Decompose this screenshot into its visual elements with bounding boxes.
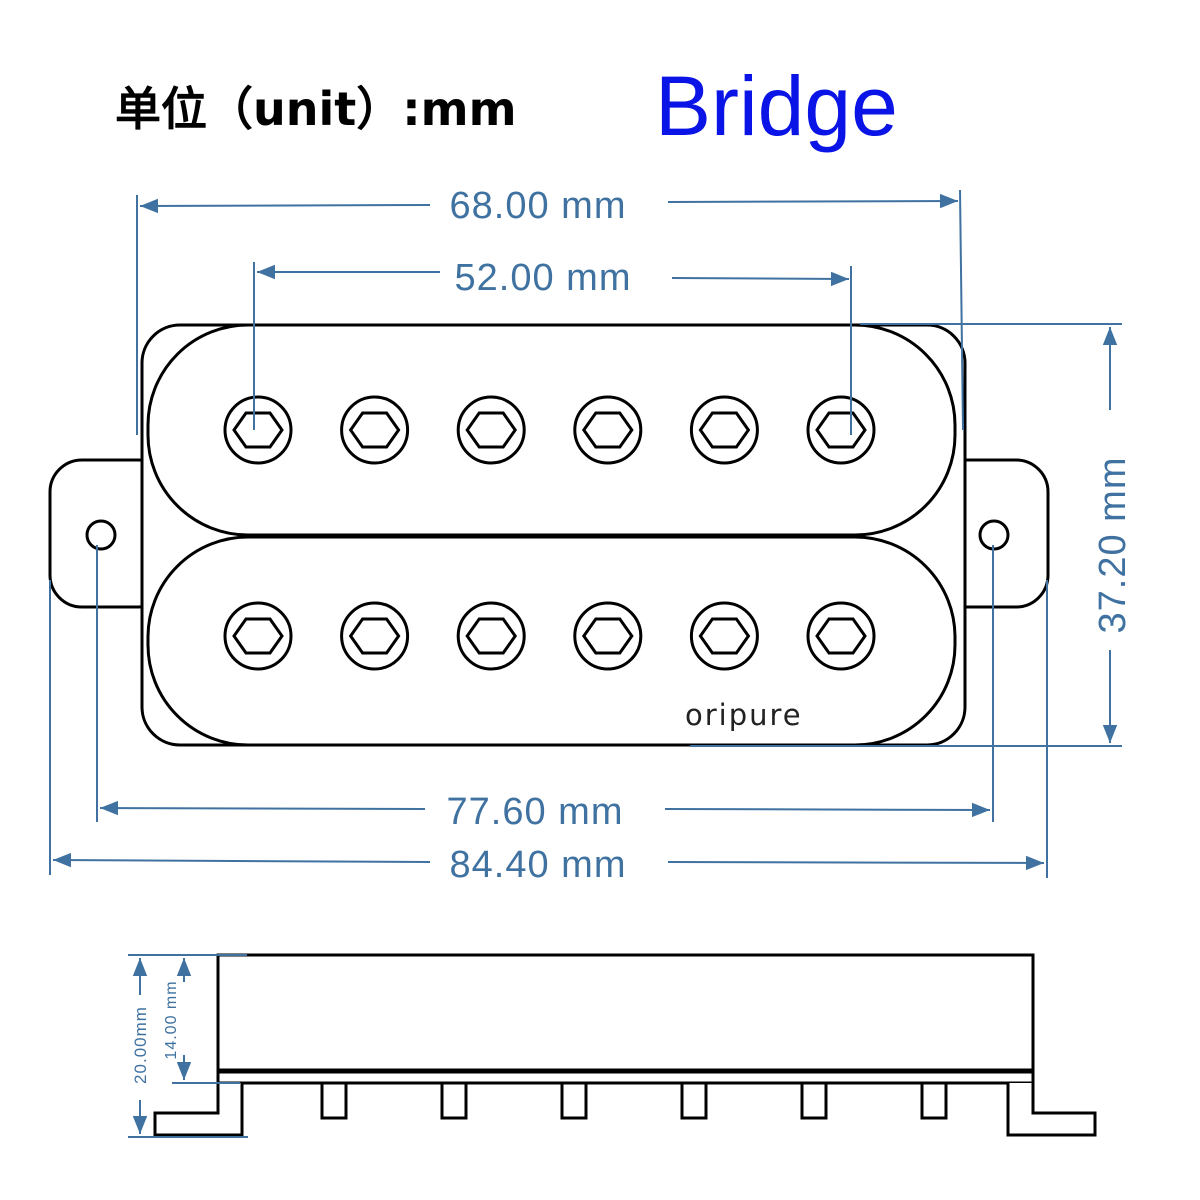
side-pole-leg [560,1081,588,1120]
dim-14: 14.00 mm [163,958,240,1084]
mount-hole-left [85,519,117,551]
pole-piece-bottom [573,601,643,671]
svg-text:84.40 mm: 84.40 mm [450,844,627,886]
hex-screw-icon [348,411,401,449]
hex-screw-icon [465,411,518,449]
pole-piece-bottom [689,601,759,671]
pole-piece-bottom [223,601,293,671]
dim-68: 68.00 mm [136,185,964,435]
hex-screw-icon [581,617,634,655]
pole-piece-bottom [340,601,410,671]
dim-37-20: 37.20 mm [690,323,1134,747]
dim-20: 20.00mm [128,954,248,1138]
svg-text:37.20 mm: 37.20 mm [1092,457,1134,634]
svg-text:77.60 mm: 77.60 mm [447,791,624,833]
pole-piece-top [223,395,293,465]
unit-label: 单位（unit）:mm [115,82,517,136]
hex-screw-icon [232,411,284,449]
svg-text:68.00 mm: 68.00 mm [450,185,627,227]
hex-screw-icon [581,411,634,449]
hex-screw-icon [698,411,751,449]
pole-piece-top [689,395,759,465]
pole-piece-top [573,395,643,465]
pole-piece-bottom [456,601,526,671]
pole-piece-bottom [806,601,876,671]
pole-piece-top [340,395,410,465]
side-pole-leg [680,1081,708,1120]
side-pole-leg [320,1081,348,1120]
hex-screw-icon [465,617,518,655]
bridge-title: Bridge [655,59,898,153]
hex-screw-icon [348,617,401,655]
svg-text:52.00 mm: 52.00 mm [455,257,632,299]
pole-piece-top [806,395,876,465]
side-foot-left [153,1083,244,1137]
svg-text:14.00 mm: 14.00 mm [163,980,180,1059]
dim-77-60: 77.60 mm [96,545,994,833]
side-foot-right [1006,1083,1097,1137]
mount-hole-right [978,519,1010,551]
hex-screw-icon [815,411,867,449]
hex-screw-icon [232,617,284,655]
side-pole-leg [440,1081,468,1120]
hex-screw-icon [815,617,867,655]
side-pole-leg [800,1081,828,1120]
svg-text:20.00mm: 20.00mm [131,1006,150,1084]
hex-screw-icon [698,617,751,655]
dim-52: 52.00 mm [253,257,852,435]
side-pole-leg [920,1081,948,1120]
coil-bottom [146,535,957,747]
pole-piece-top [456,395,526,465]
coil-top [146,323,957,537]
brand-logo: oripure [685,698,803,732]
side-view [153,953,1097,1137]
dim-84-40: 84.40 mm [49,580,1048,886]
